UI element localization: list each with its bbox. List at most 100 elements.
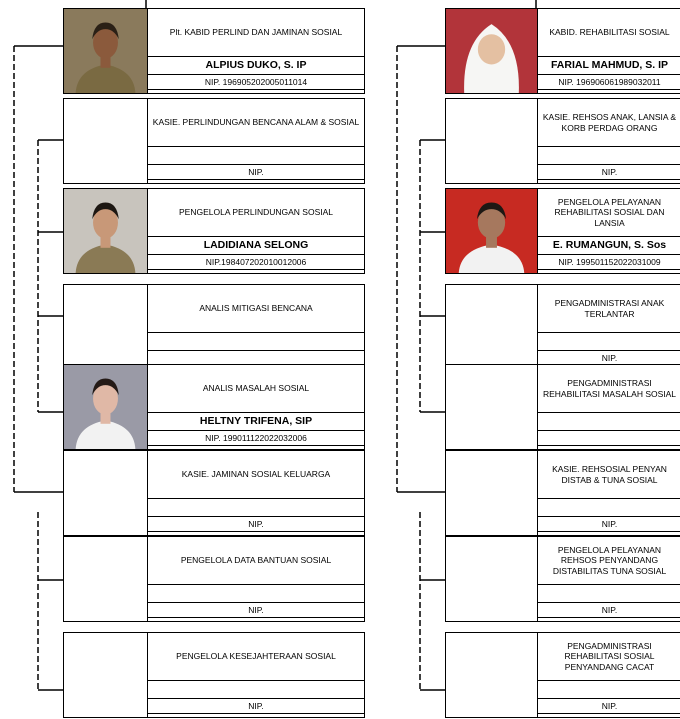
employee-name: HELTNY TRIFENA, SIP [148,413,364,431]
position-title: PENGELOLA PELAYANAN REHABILITASI SOSIAL … [538,189,680,237]
portrait-photo [446,189,538,273]
portrait-photo [64,9,148,93]
position-title: PENGELOLA KESEJAHTERAAN SOSIAL [148,633,364,681]
empty-row [538,180,680,185]
photo-placeholder [446,537,538,621]
portrait-photo [64,189,148,273]
employee-name: E. RUMANGUN, S. Sos [538,237,680,255]
position-title: PENGELOLA PERLINDUNGAN SOSIAL [148,189,364,237]
employee-name [538,147,680,165]
position-title: KASIE. REHSOSIAL PENYAN DISTAB & TUNA SO… [538,451,680,499]
employee-name [148,499,364,517]
photo-placeholder [64,537,148,621]
employee-nip: NIP. [538,517,680,532]
employee-name [538,499,680,517]
position-title: PENGELOLA DATA BANTUAN SOSIAL [148,537,364,585]
empty-row [538,618,680,623]
employee-name: LADIDIANA SELONG [148,237,364,255]
employee-nip: NIP. [538,699,680,714]
employee-nip: NIP. 199501152022031009 [538,255,680,270]
employee-name [538,681,680,699]
photo-placeholder [64,633,148,717]
position-info: PENGELOLA PELAYANAN REHSOS PENYANDANG DI… [538,537,680,621]
position-title: ANALIS MITIGASI BENCANA [148,285,364,333]
employee-nip: NIP. [148,165,364,180]
empty-row [538,714,680,719]
portrait-photo [64,365,148,449]
position-info: ANALIS MITIGASI BENCANA [148,285,364,369]
right-position-card: KASIE. REHSOS ANAK, LANSIA & KORB PERDAG… [445,98,680,184]
employee-name [538,333,680,351]
position-title: PENGADMINISTRASI REHABILITASI MASALAH SO… [538,365,680,413]
photo-placeholder [446,451,538,535]
employee-nip [538,431,680,446]
position-info: PENGADMINISTRASI REHABILITASI MASALAH SO… [538,365,680,449]
employee-name [148,147,364,165]
empty-row [148,618,364,623]
left-position-card: KASIE. PERLINDUNGAN BENCANA ALAM & SOSIA… [63,98,365,184]
portrait-photo [446,9,538,93]
left-position-card: KASIE. JAMINAN SOSIAL KELUARGA NIP. [63,450,365,536]
right-position-card: PENGELOLA PELAYANAN REHSOS PENYANDANG DI… [445,536,680,622]
employee-name: FARIAL MAHMUD, S. IP [538,57,680,75]
position-info: KASIE. JAMINAN SOSIAL KELUARGA NIP. [148,451,364,535]
position-title: KASIE. PERLINDUNGAN BENCANA ALAM & SOSIA… [148,99,364,147]
photo-placeholder [446,633,538,717]
employee-nip: NIP.198407202010012006 [148,255,364,270]
photo-placeholder [446,99,538,183]
employee-nip: NIP. [148,517,364,532]
photo-placeholder [64,285,148,369]
position-title: KASIE. REHSOS ANAK, LANSIA & KORB PERDAG… [538,99,680,147]
employee-nip: NIP. [538,603,680,618]
employee-nip: NIP. 196906061989032011 [538,75,680,90]
position-title: PENGELOLA PELAYANAN REHSOS PENYANDANG DI… [538,537,680,585]
position-info: PENGELOLA PELAYANAN REHABILITASI SOSIAL … [538,189,680,273]
right-position-card: PENGELOLA PELAYANAN REHABILITASI SOSIAL … [445,188,680,274]
left-position-card: PENGELOLA DATA BANTUAN SOSIAL NIP. [63,536,365,622]
photo-placeholder [64,451,148,535]
empty-row [538,270,680,275]
employee-name [538,413,680,431]
empty-row [148,90,364,95]
left-position-card: ANALIS MITIGASI BENCANA [63,284,365,370]
employee-name [148,585,364,603]
employee-name [148,681,364,699]
employee-nip: NIP. [538,165,680,180]
employee-name [148,333,364,351]
right-position-card: PENGADMINISTRASI REHABILITASI MASALAH SO… [445,364,680,450]
position-title: PENGADMINISTRASI REHABILITASI SOSIAL PEN… [538,633,680,681]
position-title: KABID. REHABILITASI SOSIAL [538,9,680,57]
empty-row [148,714,364,719]
empty-row [148,180,364,185]
employee-nip: NIP. [148,603,364,618]
employee-name [538,585,680,603]
photo-placeholder [446,365,538,449]
empty-row [148,270,364,275]
empty-row [538,90,680,95]
position-info: PENGADMINISTRASI REHABILITASI SOSIAL PEN… [538,633,680,717]
position-title: Plt. KABID PERLIND DAN JAMINAN SOSIAL [148,9,364,57]
employee-name: ALPIUS DUKO, S. IP [148,57,364,75]
position-info: KASIE. PERLINDUNGAN BENCANA ALAM & SOSIA… [148,99,364,183]
photo-placeholder [446,285,538,369]
right-position-card: KASIE. REHSOSIAL PENYAN DISTAB & TUNA SO… [445,450,680,536]
employee-nip: NIP. 199011122022032006 [148,431,364,446]
position-title: ANALIS MASALAH SOSIAL [148,365,364,413]
position-title: PENGADMINISTRASI ANAK TERLANTAR [538,285,680,333]
position-info: KASIE. REHSOS ANAK, LANSIA & KORB PERDAG… [538,99,680,183]
position-title: KASIE. JAMINAN SOSIAL KELUARGA [148,451,364,499]
position-info: KASIE. REHSOSIAL PENYAN DISTAB & TUNA SO… [538,451,680,535]
